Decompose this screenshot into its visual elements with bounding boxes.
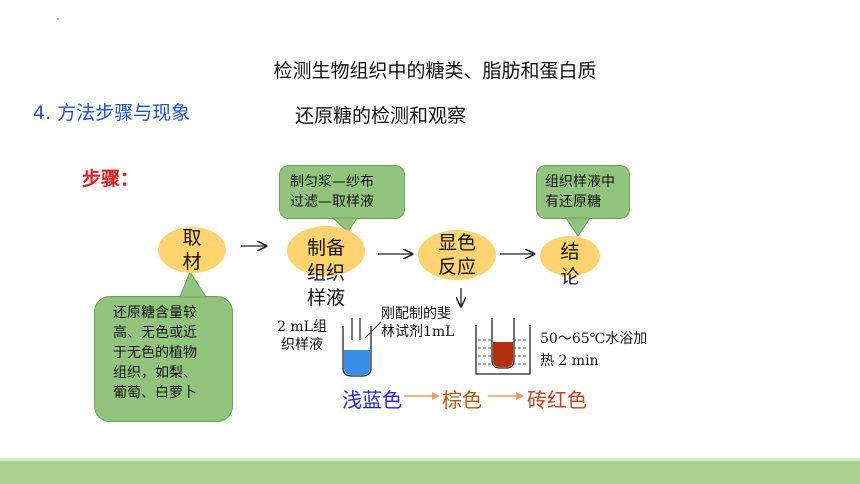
callout-line: 组织，如梨、 bbox=[113, 365, 197, 381]
conclusion-callout: 组织样液中 有还原糖 bbox=[536, 165, 630, 219]
brick-red-liquid bbox=[493, 342, 513, 367]
color-brown: 棕色 bbox=[442, 388, 482, 412]
oval-text: 取 bbox=[182, 227, 202, 249]
color-arrow-head bbox=[432, 392, 440, 400]
oval-text: 组织 bbox=[306, 262, 345, 284]
oval-text: 样液 bbox=[306, 287, 345, 309]
step-prepare-text: 制备 组织 样液 bbox=[287, 236, 365, 311]
footer-divider bbox=[0, 458, 860, 461]
callout-line: 葡萄、白萝卜 bbox=[113, 385, 197, 401]
page-title: 检测生物组织中的糖类、脂肪和蛋白质 bbox=[273, 60, 597, 82]
material-pointer bbox=[179, 270, 207, 298]
step-prepare-sample bbox=[287, 226, 365, 276]
label-line: 50～65℃水浴加 bbox=[540, 331, 648, 347]
reagent-label: 刚配制的斐 林试剂1mL bbox=[381, 305, 471, 341]
heating-label: 50～65℃水浴加 热 2 min bbox=[540, 328, 650, 372]
oval-text: 论 bbox=[560, 266, 580, 288]
test-tube-icon bbox=[342, 326, 372, 377]
homogenate-pointer bbox=[331, 217, 358, 233]
reagent-pointer bbox=[364, 321, 382, 339]
step-conclusion bbox=[540, 236, 600, 276]
callout-line: 还原糖含量较 bbox=[113, 305, 197, 321]
oval-text: 结 bbox=[560, 241, 580, 263]
oval-text: 反应 bbox=[437, 256, 476, 278]
footer-bar bbox=[0, 461, 860, 484]
step-sampling: 取 材 bbox=[158, 227, 226, 273]
callout-line: 高、无色或近 bbox=[113, 325, 197, 341]
oval-text: 显色 bbox=[437, 232, 476, 254]
blue-liquid bbox=[344, 350, 370, 375]
conclusion-pointer bbox=[565, 217, 591, 237]
label-line: 林试剂1mL bbox=[381, 324, 455, 340]
beaker-icon bbox=[475, 325, 531, 375]
callout-line: 于无色的植物 bbox=[113, 345, 197, 361]
step-color-reaction: 显色 反应 bbox=[418, 230, 496, 280]
color-light-blue: 浅蓝色 bbox=[342, 388, 402, 412]
callout-line: 组织样液中 bbox=[545, 174, 615, 190]
color-arrow-head bbox=[516, 392, 524, 400]
callout-line: 过滤—取样液 bbox=[290, 194, 374, 210]
sample-volume-label: 2 mL组 织样液 bbox=[262, 318, 342, 354]
homogenate-callout: 制匀浆—纱布 过滤—取样液 bbox=[279, 165, 405, 219]
label-line: 2 mL组 bbox=[277, 319, 327, 335]
callout-line: 制匀浆—纱布 bbox=[290, 174, 374, 190]
subtitle: 还原糖的检测和观察 bbox=[295, 105, 467, 127]
section-heading: 4. 方法步骤与现象 bbox=[33, 102, 191, 124]
label-line: 热 2 min bbox=[540, 353, 599, 369]
label-line: 织样液 bbox=[281, 337, 323, 353]
callout-line: 有还原糖 bbox=[545, 194, 601, 210]
oval-text: 材 bbox=[182, 251, 202, 273]
corner-dot bbox=[57, 18, 59, 20]
steps-label: 步骤： bbox=[82, 168, 140, 190]
color-brick-red: 砖红色 bbox=[527, 388, 587, 412]
step-conclusion-text: 结 论 bbox=[540, 240, 600, 290]
label-line: 刚配制的斐 bbox=[381, 306, 451, 322]
material-callout: 还原糖含量较 高、无色或近 于无色的植物 组织，如梨、 葡萄、白萝卜 bbox=[94, 296, 233, 422]
oval-text: 制备 bbox=[306, 237, 345, 259]
